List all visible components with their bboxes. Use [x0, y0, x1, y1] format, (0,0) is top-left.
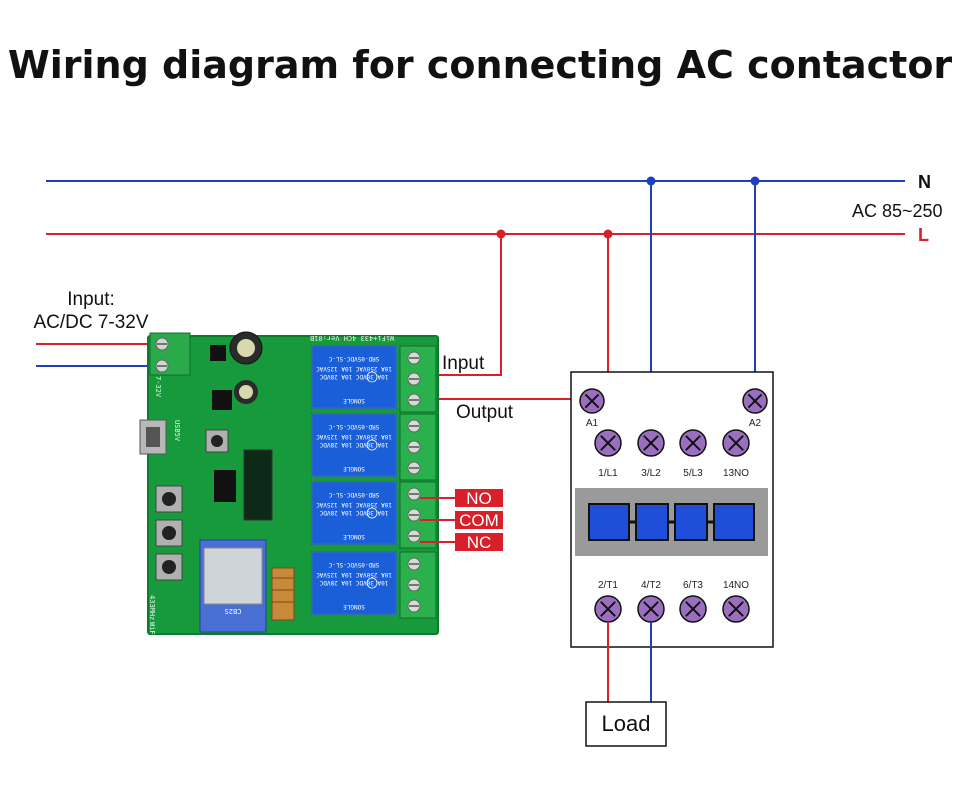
- load-box: [585, 701, 667, 747]
- antenna-coil: [271, 567, 295, 621]
- screw-terminal: [407, 440, 421, 454]
- screw-terminal: [407, 529, 421, 543]
- relay-marking: 10A 250VAC 10A 125VAC: [316, 571, 392, 578]
- relay-marking: SRD-05VDC-SL-C: [328, 423, 379, 430]
- input-voltage-label: AC/DC 7-32V: [33, 312, 148, 333]
- input-label: Input:: [67, 289, 115, 310]
- page-title: Wiring diagram for connecting AC contact…: [8, 43, 953, 87]
- board-voltage-mark: 7-32V: [154, 376, 162, 398]
- relay-board: 7-32V USB5V CB2S 433MHz WiFi W: [139, 331, 439, 639]
- screw-terminal: [407, 351, 421, 365]
- contactor-block: [635, 503, 669, 541]
- contactor-terminal-label: 1/L1: [598, 468, 618, 479]
- contactor-terminal: [742, 388, 768, 414]
- relay-terminal-block: [399, 345, 437, 413]
- contactor-block: [588, 503, 630, 541]
- relay-marking: 10A 30VDC 10A 28VDC: [319, 441, 388, 448]
- relay-terminal-block: [399, 413, 437, 481]
- load-label: Load: [602, 711, 651, 736]
- screw-terminal: [407, 393, 421, 407]
- relay-terminal-block: [399, 481, 437, 549]
- contact-tags: NO COM NC: [420, 489, 503, 552]
- chip: [243, 449, 273, 521]
- contactor-terminal: [579, 388, 605, 414]
- relay-marking: SONGLE: [343, 533, 365, 540]
- wifi-module-mark: CB2S: [225, 607, 242, 615]
- relay-marking: 10A 250VAC 10A 125VAC: [316, 433, 392, 440]
- contactor-terminal: [594, 595, 622, 623]
- contactor-terminal-label: 2/T1: [598, 580, 618, 591]
- screw-terminal: [407, 557, 421, 571]
- screw-terminal: [407, 372, 421, 386]
- no-tag-label: NO: [466, 489, 492, 508]
- contactor-terminal-label: 6/T3: [683, 580, 703, 591]
- contactor-terminal-label: 14NO: [723, 580, 749, 591]
- board-wifi-mark: WiFi: [148, 622, 156, 639]
- contactor-terminal: [679, 429, 707, 457]
- contactor-block: [713, 503, 755, 541]
- wire-live-to-relay-input: [414, 234, 502, 376]
- contactor-terminal-label: 13NO: [723, 468, 749, 479]
- chip: [214, 470, 236, 502]
- relay-terminal-group: [399, 345, 437, 619]
- screw-terminal: [407, 419, 421, 433]
- relay-output-label: Output: [456, 402, 514, 423]
- chip: [210, 345, 226, 361]
- board-usb-mark: USB5V: [173, 420, 181, 442]
- neutral-label: N: [918, 172, 931, 192]
- contactor-terminal-label: A2: [749, 418, 762, 429]
- contactor-terminal-label: 5/L3: [683, 468, 703, 479]
- contactor-terminal-label: 4/T2: [641, 580, 661, 591]
- screw-terminal: [407, 461, 421, 475]
- contactor-terminal: [637, 429, 665, 457]
- nc-tag-label: NC: [467, 533, 492, 552]
- input-terminal-block: [149, 332, 191, 376]
- relay-marking: SONGLE: [343, 397, 365, 404]
- chip: [212, 390, 232, 410]
- relay-marking: 10A 30VDC 10A 28VDC: [319, 509, 388, 516]
- screw-terminal: [407, 578, 421, 592]
- relay-terminal-block: [399, 551, 437, 619]
- com-tag-label: COM: [459, 511, 499, 530]
- board-model-mark: WiFi+433 4CH Ver:01B: [310, 334, 394, 342]
- relay-marking: SONGLE: [343, 465, 365, 472]
- contactor-terminal-group: A1 A2 1/L1 3/L2 5/L3 13NO 2/T1 4/T2 6/T3 14NO: [579, 388, 768, 623]
- relay-marking: 10A 30VDC 10A 28VDC: [319, 373, 388, 380]
- live-label: L: [918, 225, 929, 245]
- relay-marking: 10A 250VAC 10A 125VAC: [316, 365, 392, 372]
- relay-marking: SRD-05VDC-SL-C: [328, 561, 379, 568]
- screw-terminal: [407, 508, 421, 522]
- nc-tag: [455, 533, 503, 551]
- relay-marking: SONGLE: [343, 603, 365, 610]
- contactor-terminal-label: A1: [586, 418, 599, 429]
- com-tag: [455, 511, 503, 529]
- contactor-terminal: [722, 595, 750, 623]
- contactor-terminal: [679, 595, 707, 623]
- relay-marking: 10A 30VDC 10A 28VDC: [319, 579, 388, 586]
- contactor-block: [674, 503, 708, 541]
- contactor-terminal: [722, 429, 750, 457]
- screw-terminal: [407, 599, 421, 613]
- contactor-terminal: [637, 595, 665, 623]
- contactor-terminal-label: 3/L2: [641, 468, 661, 479]
- screw-terminal: [407, 487, 421, 501]
- contactor-terminal: [594, 429, 622, 457]
- board-freq-mark: 433MHz: [148, 595, 156, 620]
- ac-contactor: [570, 371, 774, 648]
- relay-input-label: Input: [442, 353, 485, 374]
- relay-marking: 10A 250VAC 10A 125VAC: [316, 501, 392, 508]
- relay-marking: SRD-05VDC-SL-C: [328, 355, 379, 362]
- relay-marking: SRD-05VDC-SL-C: [328, 491, 379, 498]
- no-tag: [455, 489, 503, 507]
- ac-range-label: AC 85~250: [852, 201, 943, 221]
- push-button: [155, 519, 183, 547]
